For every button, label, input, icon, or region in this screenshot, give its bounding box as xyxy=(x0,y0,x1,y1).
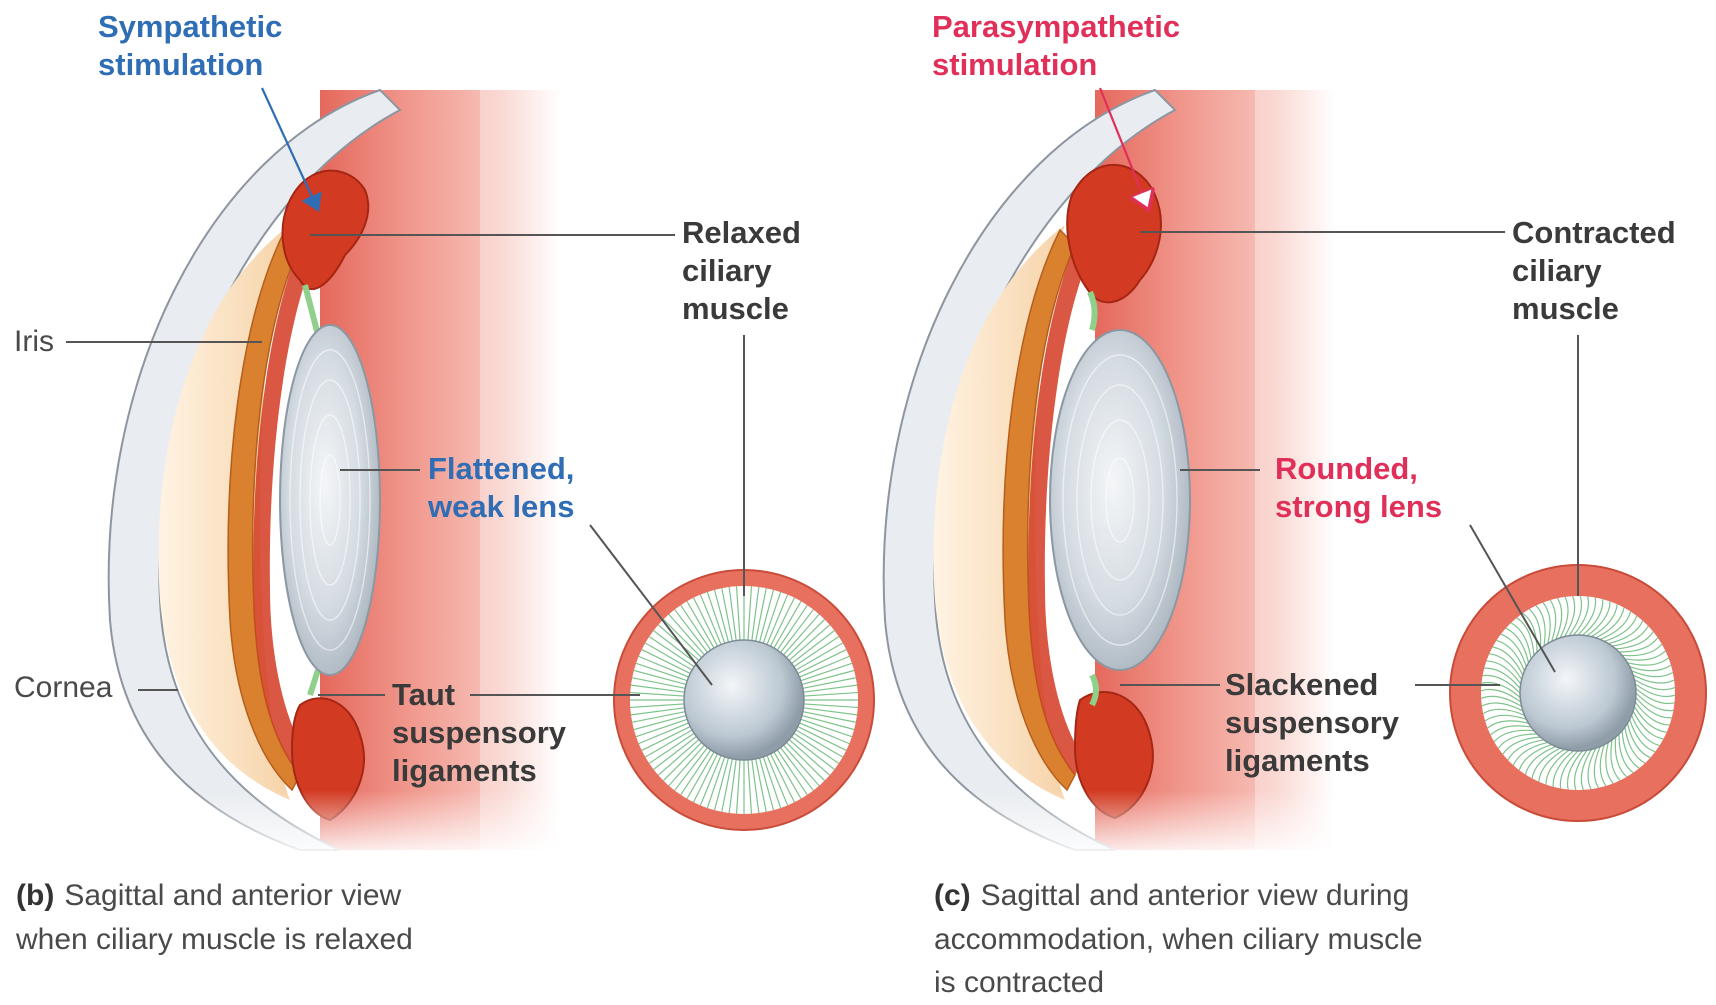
flattened-weak-lens-label: Flattened, weak lens xyxy=(428,450,574,526)
bottom-fade xyxy=(80,790,620,860)
anterior-lens xyxy=(1520,635,1636,751)
contracted-ciliary-muscle-label: Contracted ciliary muscle xyxy=(1512,214,1676,327)
sympathetic-stimulation-label: Sympathetic stimulation xyxy=(98,8,282,84)
caption-c-line-2: accommodation, when ciliary muscle xyxy=(934,918,1423,962)
cornea-label: Cornea xyxy=(14,670,112,707)
ligament-lower xyxy=(1092,675,1096,705)
iris-label: Iris xyxy=(14,324,54,361)
taut-suspensory-ligaments-label: Taut suspensory ligaments xyxy=(392,676,566,789)
caption-b-line-1: Sagittal and anterior view xyxy=(64,879,401,912)
caption-b-line-2: when ciliary muscle is relaxed xyxy=(16,918,413,962)
bottom-fade xyxy=(855,790,1395,860)
caption-b: (b) Sagittal and anterior view when cilia… xyxy=(16,874,413,961)
caption-b-tag: (b) xyxy=(16,879,54,912)
panel-c-anterior-view xyxy=(1450,565,1706,821)
rounded-lens xyxy=(1050,330,1190,670)
caption-c-line-1: Sagittal and anterior view during xyxy=(981,879,1410,912)
caption-c-tag: (c) xyxy=(934,879,971,912)
caption-c: (c) Sagittal and anterior view during acc… xyxy=(934,874,1423,1005)
slackened-suspensory-ligaments-label: Slackened suspensory ligaments xyxy=(1225,666,1399,779)
ligament-upper xyxy=(1090,292,1095,330)
rounded-strong-lens-label: Rounded, strong lens xyxy=(1275,450,1442,526)
ligament-lower xyxy=(310,670,318,695)
anterior-lens xyxy=(684,640,804,760)
parasympathetic-stimulation-label: Parasympathetic stimulation xyxy=(932,8,1180,84)
flattened-lens xyxy=(280,325,380,675)
relaxed-ciliary-muscle-label: Relaxed ciliary muscle xyxy=(682,214,801,327)
ligament-upper xyxy=(305,285,318,335)
